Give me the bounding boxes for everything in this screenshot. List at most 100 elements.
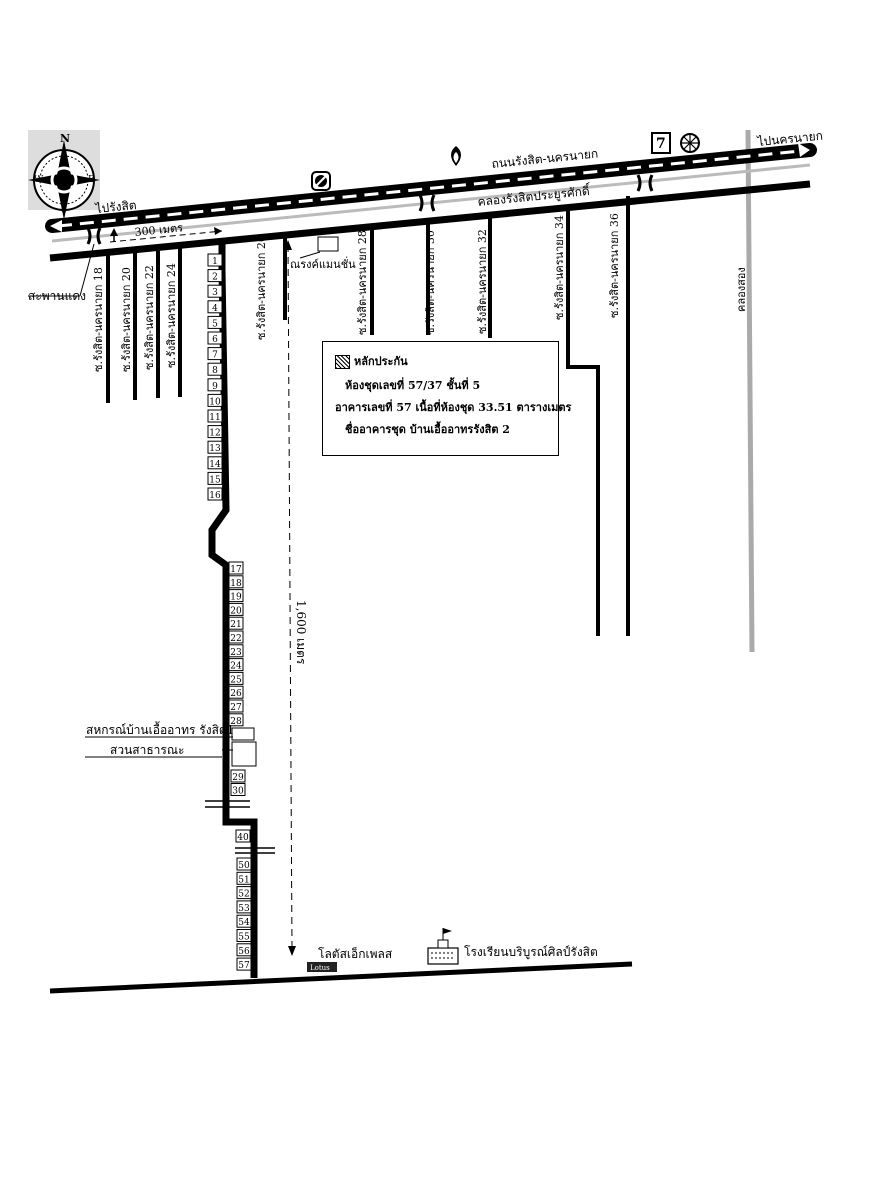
park-box — [231, 741, 257, 767]
building-number: 12 — [209, 429, 220, 439]
building-box — [236, 871, 252, 885]
building-number: 10 — [209, 397, 221, 407]
building-box — [228, 561, 244, 575]
soi-32-label: ซ.รังสิต-นครนายก 32 — [476, 229, 489, 334]
building-box — [207, 269, 223, 283]
building-box — [207, 378, 223, 392]
building-list-d: 40 — [235, 829, 251, 843]
building-box — [228, 644, 244, 658]
compass-n: N — [60, 132, 70, 145]
building-number: 13 — [209, 444, 221, 454]
building-number: 16 — [209, 491, 221, 501]
building-box — [228, 671, 244, 685]
bank-icon — [680, 133, 700, 153]
building-box — [207, 393, 223, 407]
coop-box — [231, 727, 255, 741]
building-box — [228, 658, 244, 672]
building-number: 11 — [209, 413, 220, 423]
distance-1600-arrow — [284, 240, 296, 956]
building-box — [236, 900, 252, 914]
compass-w: W — [34, 175, 44, 185]
building-number: 25 — [230, 675, 242, 685]
building-box — [230, 783, 246, 796]
soi-28-label: ซ.รังสิต-นครนายก 28 — [356, 230, 369, 335]
school-icon — [427, 928, 459, 965]
building-number: 7 — [212, 351, 218, 361]
building-box — [207, 253, 223, 267]
lotus-logo-text: Lotus — [310, 964, 330, 972]
soi-24-label: ซ.รังสิต-นครนายก 24 — [165, 263, 178, 368]
building-number: 27 — [230, 703, 242, 713]
building-number: 28 — [230, 717, 242, 727]
building-box — [207, 362, 223, 376]
building-number: 4 — [212, 304, 218, 314]
building-box — [236, 886, 252, 900]
building-box — [207, 487, 223, 501]
road-break-marks — [205, 800, 275, 854]
canal-song-line — [745, 129, 755, 653]
building-number: 5 — [212, 319, 218, 329]
hatch-icon — [335, 354, 350, 369]
legend-title: หลักประกัน — [354, 355, 408, 368]
collateral-legend: หลักประกัน ห้องชุดเลขที่ 57/37 ชั้นที่ 5… — [322, 341, 571, 456]
compass-icon: N S E W — [28, 130, 100, 220]
building-box — [207, 425, 223, 439]
mansion-label: ณรงค์แมนชั่น — [290, 256, 356, 271]
building-number: 6 — [212, 335, 218, 345]
building-number: 54 — [238, 918, 250, 928]
building-box — [230, 769, 246, 783]
soi-30-label: ซ.รังสิต-นครนายก 30 — [424, 230, 437, 335]
building-number: 29 — [232, 773, 244, 783]
building-number: 53 — [238, 904, 250, 914]
svg-text:7: 7 — [656, 136, 666, 152]
soi-22-label: ซ.รังสิต-นครนายก 22 — [143, 265, 156, 370]
building-number: 56 — [238, 947, 250, 957]
soi-18-label: ซ.รังสิต-นครนายก 18 — [92, 267, 105, 372]
access-road — [208, 244, 258, 978]
soi-20-label: ซ.รังสิต-นครนายก 20 — [120, 267, 133, 372]
building-box — [236, 914, 252, 928]
building-box — [207, 300, 223, 314]
building-box — [228, 602, 244, 616]
building-number: 19 — [230, 593, 242, 603]
building-number: 17 — [230, 565, 242, 575]
building-number: 24 — [230, 662, 242, 672]
building-number: 22 — [230, 634, 241, 644]
legend-line2: อาคารเลขที่ 57 เนื้อที่ห้องชุด 33.51 ตาร… — [335, 401, 572, 414]
building-box — [236, 929, 252, 942]
canal-song-label: คลองสอง — [735, 267, 748, 312]
distance-300-arrow — [109, 227, 223, 243]
building-number: 1 — [212, 257, 218, 267]
park-label: สวนสาธารณะ — [110, 743, 184, 757]
compass-s: S — [61, 205, 67, 215]
ptt-station-icon — [451, 146, 461, 166]
building-number: 40 — [237, 833, 249, 843]
coop-label: สหกรณ์บ้านเอื้ออาทร รังสิต1 — [86, 721, 234, 737]
building-number: 51 — [238, 875, 249, 885]
arrow-left-icon — [50, 220, 62, 232]
to-nakhon-nayok-label: ไปนครนายก — [756, 129, 824, 150]
building-number: 9 — [212, 382, 218, 392]
building-number: 8 — [212, 366, 218, 376]
building-box — [228, 713, 244, 727]
compass-e: E — [88, 175, 95, 185]
to-rangsit-label: ไปรังสิต — [94, 198, 137, 216]
building-number: 15 — [209, 475, 221, 485]
building-box — [235, 829, 251, 843]
legend-line1: ห้องชุดเลขที่ 57/37 ชั้นที่ 5 — [345, 379, 481, 392]
arrow-right-icon — [798, 143, 810, 157]
building-number: 23 — [230, 648, 242, 658]
side-streets — [106, 196, 630, 636]
soi-26-label: ซ.รังสิต-นครนายก 26 — [255, 235, 268, 340]
building-number: 57 — [238, 961, 250, 971]
building-number: 14 — [209, 460, 221, 470]
lotus-express-label: โลตัสเอ็กเพลส — [318, 946, 393, 961]
building-box — [228, 630, 244, 644]
bridge-marks — [86, 174, 654, 245]
mansion-box — [317, 236, 339, 252]
building-box — [228, 589, 244, 603]
